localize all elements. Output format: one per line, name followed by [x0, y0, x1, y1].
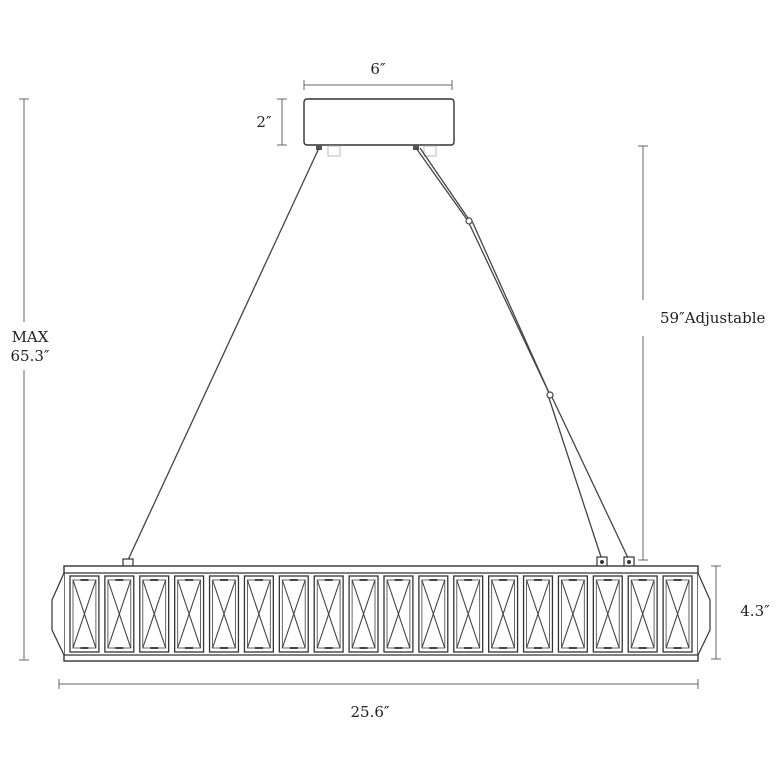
left-end-facet [51, 572, 65, 656]
canopy-height-label: 2″ [256, 113, 272, 131]
crystal-panel [278, 575, 309, 653]
crystal-panel [348, 575, 379, 653]
body-width-label: 25.6″ [350, 703, 389, 721]
crystal-panel [69, 575, 100, 653]
crystal-panel [488, 575, 519, 653]
right-end-facet [697, 572, 711, 656]
crystal-panel [139, 575, 170, 653]
crystal-panel [208, 575, 240, 653]
crystal-panel [313, 575, 344, 653]
max-height-dimension: MAX 65.3″ [10, 98, 50, 661]
crystal-panel [104, 575, 135, 653]
adjustable-label: 59″Adjustable [660, 309, 766, 327]
crystal-panel [383, 575, 414, 653]
canopy-height-dimension: 2″ [256, 98, 287, 146]
crystal-panels [69, 575, 693, 653]
cable-grip [546, 391, 554, 399]
canopy-width-label: 6″ [370, 60, 386, 78]
crystal-panel [557, 575, 588, 653]
crystal-panel [243, 575, 274, 653]
crystal-panel [174, 575, 205, 653]
crystal-panel [662, 575, 693, 653]
suspension-cables [127, 147, 630, 561]
crystal-panel [453, 575, 484, 653]
canopy [303, 98, 455, 157]
crystal-panel [418, 575, 449, 653]
cable-grip [465, 217, 473, 225]
body-height-dimension: 4.3″ [711, 565, 770, 660]
adjustable-dimension: 59″Adjustable [638, 145, 766, 561]
body-width-dimension: 25.6″ [58, 679, 699, 721]
crystal-panel [627, 575, 658, 653]
fixture-body [51, 556, 711, 662]
max-height-label-line1: MAX [12, 328, 49, 346]
crystal-panel [522, 575, 554, 653]
body-height-label: 4.3″ [740, 602, 770, 620]
max-height-label-line2: 65.3″ [10, 347, 49, 365]
canopy-width-dimension: 6″ [303, 60, 453, 90]
crystal-panel [592, 575, 623, 653]
